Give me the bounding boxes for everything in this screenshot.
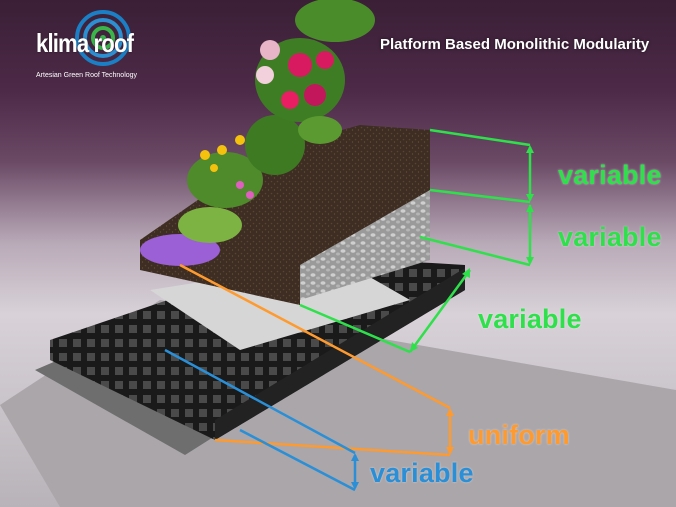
brand-tagline: Artesian Green Roof Technology [36, 72, 137, 79]
callout-green-2 [420, 204, 534, 265]
label-variable-4: variable [370, 458, 474, 489]
brand-logo: klima roof Artesian Green Roof Technolog… [30, 10, 160, 88]
label-variable-1: variable [558, 160, 662, 191]
page-title: Platform Based Monolithic Modularity [380, 36, 649, 53]
brand-name: klima roof [36, 28, 133, 59]
label-variable-3: variable [478, 304, 582, 335]
label-uniform: uniform [468, 420, 570, 451]
callout-green-1 [430, 130, 534, 202]
label-variable-2: variable [558, 222, 662, 253]
